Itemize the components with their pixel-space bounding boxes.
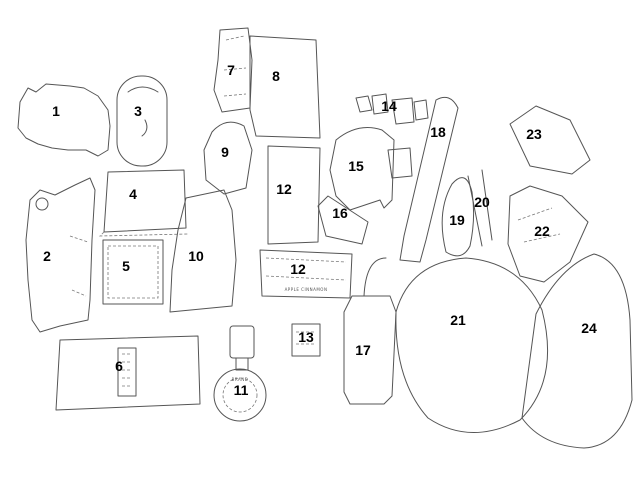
number-labels: 1 2 3 4 5 6 7 8 9 10 11 12 12 13 14 15 1… [43, 62, 597, 398]
item-5-card [102, 239, 164, 305]
item-7-strip [213, 27, 253, 113]
label-2: 2 [43, 248, 51, 264]
label-23: 23 [526, 126, 542, 142]
label-9: 9 [221, 144, 229, 160]
label-6: 6 [115, 358, 123, 374]
item-16-pack [317, 195, 369, 245]
item-14-cluster [355, 93, 429, 125]
item-23-package [509, 105, 591, 175]
label-16: 16 [332, 205, 348, 221]
label-3: 3 [134, 103, 142, 119]
item-19-loop [441, 177, 475, 257]
label-7: 7 [227, 62, 235, 78]
label-12-upper: 12 [276, 181, 292, 197]
item-12-lower-package: APPLE CINNAMON [259, 249, 353, 299]
item-11-ball: BRAND [213, 325, 267, 422]
item-3-capsule [116, 75, 168, 167]
item-6-bar [55, 335, 201, 411]
label-10: 10 [188, 248, 204, 264]
label-20: 20 [474, 194, 490, 210]
ball-11-brand-text: BRAND [232, 377, 249, 382]
item-22-crumpled-bag [507, 185, 589, 283]
label-17: 17 [355, 342, 371, 358]
label-12-lower: 12 [290, 261, 306, 277]
label-13: 13 [298, 329, 314, 345]
item-24-large-bag [521, 253, 633, 449]
item-4-box [99, 169, 189, 237]
item-8-tall-box [249, 35, 321, 139]
item-10-bag [169, 189, 237, 313]
label-11: 11 [234, 382, 249, 398]
label-14: 14 [381, 98, 397, 114]
label-22: 22 [534, 223, 550, 239]
item-21-sphere [395, 257, 549, 433]
item-18-tube [399, 96, 459, 263]
label-1: 1 [52, 103, 60, 119]
item-2-bag [25, 177, 96, 333]
item-17-bag [343, 257, 397, 405]
label-18: 18 [430, 124, 446, 140]
label-24: 24 [581, 320, 597, 336]
label-4: 4 [129, 186, 137, 202]
item-12-upper-rect [267, 145, 321, 245]
label-15: 15 [348, 158, 364, 174]
item-15-bag [329, 127, 413, 211]
item-9-pouch [203, 121, 253, 195]
item-1-wrapper [17, 83, 111, 157]
label-21: 21 [450, 312, 466, 328]
item-20-sticks [467, 169, 493, 247]
package-12-caption: APPLE CINNAMON [285, 287, 328, 292]
label-19: 19 [449, 212, 465, 228]
item-13-container [291, 323, 321, 357]
label-8: 8 [272, 68, 280, 84]
label-5: 5 [122, 258, 130, 274]
